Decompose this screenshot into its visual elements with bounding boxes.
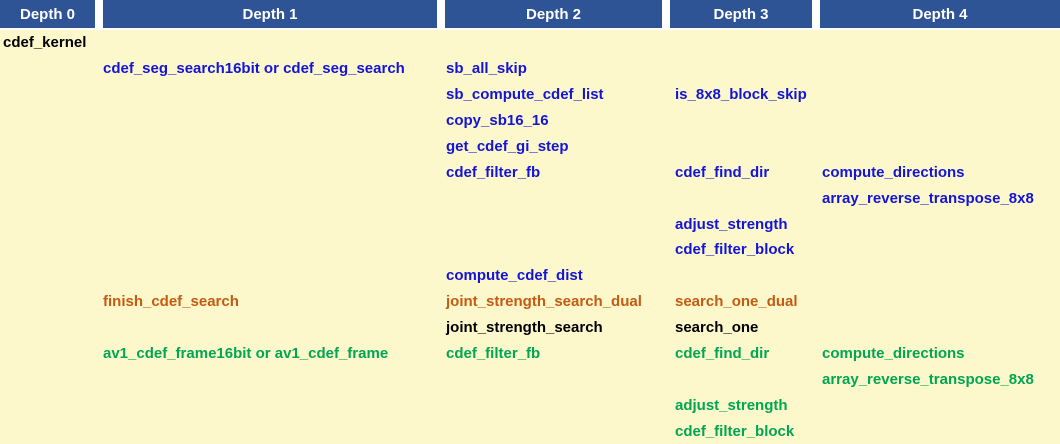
cell-depth-4-function-name: compute_directions bbox=[822, 344, 965, 362]
cell-depth-2-function-name: compute_cdef_dist bbox=[446, 267, 583, 285]
table-header-row: Depth 0 Depth 1 Depth 2 Depth 3 Depth 4 bbox=[0, 0, 1060, 30]
cell-depth-4-function-name: array_reverse_transpose_8x8 bbox=[822, 370, 1034, 388]
cell-depth-3-function-name: cdef_filter_block bbox=[675, 241, 795, 259]
cell-depth-2-function-name: joint_strength_search_dual bbox=[446, 293, 642, 311]
header-cell-depth-0: Depth 0 bbox=[0, 0, 95, 28]
table-row: cdef_kernel bbox=[0, 30, 1060, 56]
cell-depth-4-function-name: compute_directions bbox=[822, 163, 965, 181]
table-row: copy_sb16_16 bbox=[0, 108, 1060, 134]
table-row: cdef_filter_fb cdef_find_dir compute_direc… bbox=[0, 159, 1060, 185]
table-body: cdef_kernel cdef_seg_search16bit or cdef_… bbox=[0, 30, 1060, 444]
header-cell-depth-3: Depth 3 bbox=[670, 0, 812, 28]
cell-depth-3-function-name: cdef_filter_block bbox=[675, 422, 795, 440]
cell-depth-3-function-name: search_one bbox=[675, 319, 759, 337]
table-row: cdef_filter_block bbox=[0, 418, 1060, 444]
cell-depth-2-function-name: cdef_filter_fb bbox=[446, 344, 541, 362]
table-row: av1_cdef_frame16bit or av1_cdef_frame cde… bbox=[0, 341, 1060, 367]
table-row: get_cdef_gi_step bbox=[0, 134, 1060, 160]
cell-depth-0-function-name: cdef_kernel bbox=[3, 34, 87, 52]
cell-depth-3-function-name: adjust_strength bbox=[675, 396, 788, 414]
header-cell-depth-1: Depth 1 bbox=[103, 0, 437, 28]
cell-depth-2-function-name: get_cdef_gi_step bbox=[446, 137, 569, 155]
cell-depth-2-function-name: joint_strength_search bbox=[446, 319, 603, 337]
table-row: adjust_strength bbox=[0, 392, 1060, 418]
cell-depth-3-function-name: search_one_dual bbox=[675, 293, 798, 311]
table-row: cdef_filter_block bbox=[0, 237, 1060, 263]
table-row: finish_cdef_search joint_strength_search_… bbox=[0, 289, 1060, 315]
cell-depth-2-function-name: sb_all_skip bbox=[446, 60, 527, 78]
table-row: cdef_seg_search16bit or cdef_seg_search s… bbox=[0, 56, 1060, 82]
cell-depth-1-function-name: av1_cdef_frame16bit or av1_cdef_frame bbox=[103, 344, 389, 362]
cell-depth-2-function-name: copy_sb16_16 bbox=[446, 112, 549, 130]
cell-depth-3-function-name: is_8x8_block_skip bbox=[675, 86, 807, 104]
table-row: array_reverse_transpose_8x8 bbox=[0, 366, 1060, 392]
cell-depth-1-function-name: finish_cdef_search bbox=[103, 293, 239, 311]
table-row: sb_compute_cdef_list is_8x8_block_skip bbox=[0, 82, 1060, 108]
header-cell-depth-2: Depth 2 bbox=[445, 0, 662, 28]
table-row: array_reverse_transpose_8x8 bbox=[0, 185, 1060, 211]
table-row: adjust_strength bbox=[0, 211, 1060, 237]
header-cell-depth-4: Depth 4 bbox=[820, 0, 1060, 28]
cell-depth-3-function-name: adjust_strength bbox=[675, 215, 788, 233]
table-row: joint_strength_search search_one bbox=[0, 315, 1060, 341]
table-row: compute_cdef_dist bbox=[0, 263, 1060, 289]
cell-depth-2-function-name: sb_compute_cdef_list bbox=[446, 86, 604, 104]
cell-depth-3-function-name: cdef_find_dir bbox=[675, 163, 770, 181]
cell-depth-4-function-name: array_reverse_transpose_8x8 bbox=[822, 189, 1034, 207]
cell-depth-2-function-name: cdef_filter_fb bbox=[446, 163, 541, 181]
cell-depth-1-function-name: cdef_seg_search16bit or cdef_seg_search bbox=[103, 60, 405, 78]
cell-depth-3-function-name: cdef_find_dir bbox=[675, 344, 770, 362]
